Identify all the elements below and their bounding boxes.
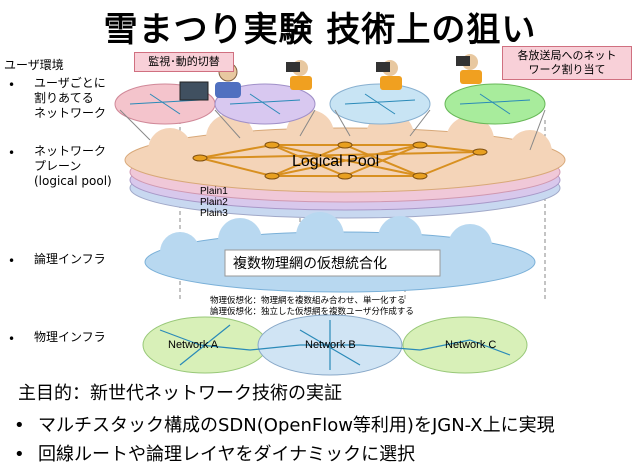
user-env-label: ユーザ環境 (4, 58, 64, 72)
bullet: • (14, 415, 25, 436)
camera-operator-icons (286, 54, 482, 90)
network-a-label: Network A (168, 339, 219, 351)
bullet-text-2: 回線ルートや論理レイヤをダイナミックに選択 (38, 444, 416, 465)
logical-pool-mesh (199, 144, 481, 177)
physical-links (159, 320, 511, 370)
plain2-label: Plain2 (200, 197, 228, 208)
logical-virt-note: 論理仮想化：独立した仮想網を複数ユーザ分作成する (210, 306, 414, 317)
virtualization-label: 複数物理網の仮想統合化 (233, 255, 387, 272)
plain3-label: Plain3 (200, 208, 228, 219)
monitor-callout: 監視･動的切替 (134, 52, 234, 72)
operator-icon (179, 62, 241, 101)
physical-virt-note: 物理仮想化：物理網を複数組み合わせ、単一化する (210, 295, 406, 306)
network-c-label: Network C (445, 339, 496, 351)
bullet-text-1: マルチスタック構成のSDN(OpenFlow等利用)をJGN-X上に実現 (38, 415, 555, 436)
per-user-net-label: ユーザごとに 割りあてる ネットワーク (34, 76, 107, 120)
logical-pool-label: Logical Pool (292, 153, 379, 170)
bullet: • (8, 146, 16, 160)
plain1-label: Plain1 (200, 186, 228, 197)
bullet: • (14, 444, 25, 465)
logical-infra-label: 論理インフラ (34, 252, 106, 266)
user-to-plane-lines (119, 109, 546, 151)
bottom-bullet-2: • 回線ルートや論理レイヤをダイナミックに選択 (14, 444, 415, 466)
user-cloud-links (129, 93, 531, 115)
broadcast-callout: 各放送局へのネット ワーク割り当て (502, 46, 632, 80)
bullet: • (8, 332, 16, 346)
logical-pool-nodes (192, 141, 488, 180)
network-b-label: Network B (305, 339, 356, 351)
page-title: 雪まつり実験 技術上の狙い (103, 10, 537, 50)
logical-infra-cloud (144, 212, 536, 293)
bullet: • (8, 78, 16, 92)
net-plane-label: ネットワーク プレーン (logical pool) (34, 144, 112, 188)
physical-infra-label: 物理インフラ (34, 330, 106, 344)
bottom-bullet-1: • マルチスタック構成のSDN(OpenFlow等利用)をJGN-X上に実現 (14, 415, 555, 437)
bullet: • (8, 254, 16, 268)
main-purpose: 主目的：新世代ネットワーク技術の実証 (18, 383, 342, 404)
